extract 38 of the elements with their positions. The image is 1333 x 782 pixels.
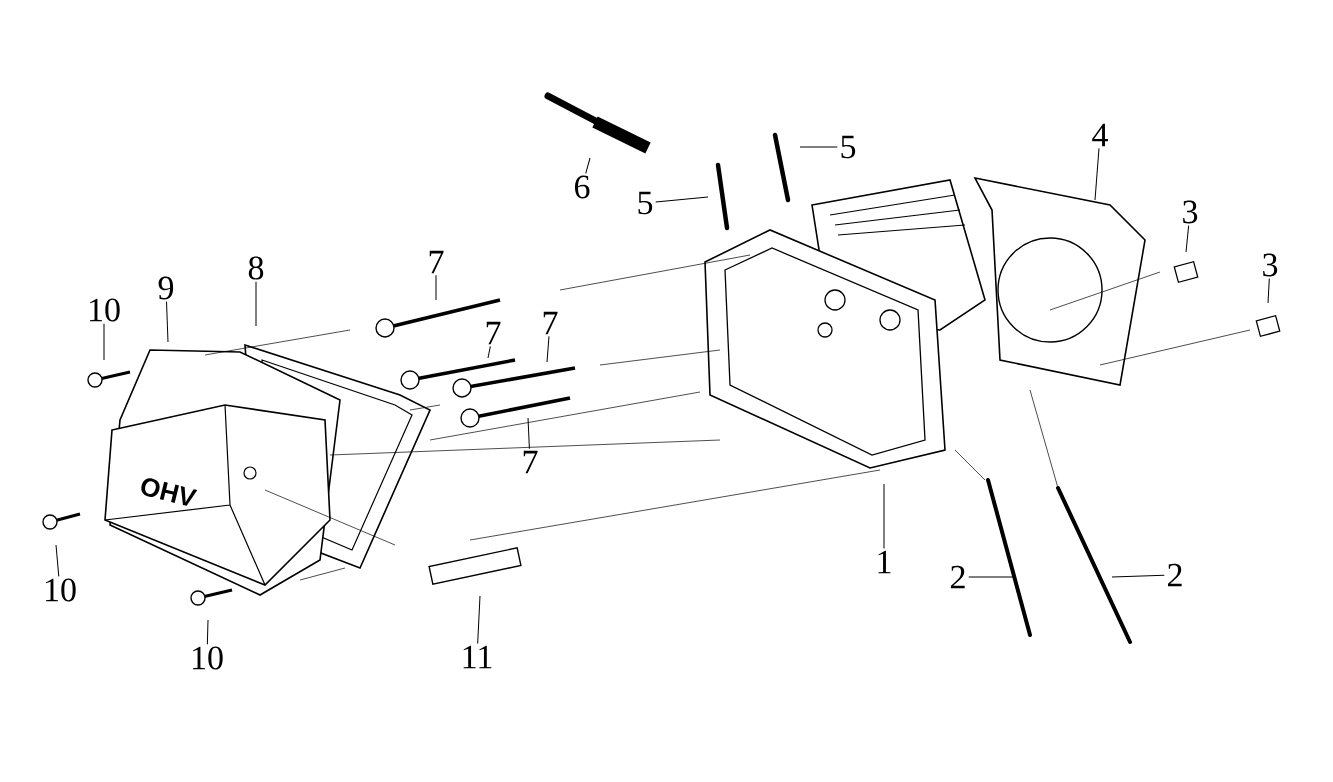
leader-line xyxy=(255,281,257,327)
leader-line xyxy=(55,544,60,577)
leader-line xyxy=(1111,574,1165,578)
leader-line xyxy=(477,595,481,645)
callout-number: 7 xyxy=(429,250,444,274)
callout-number: 8 xyxy=(248,256,264,280)
callout-number: 2 xyxy=(1168,563,1182,587)
leader-line xyxy=(487,345,491,359)
callout-number: 3 xyxy=(1183,200,1198,224)
callout-number: 1 xyxy=(878,550,891,574)
callout-number: 7 xyxy=(523,450,538,474)
embossed-text: OHV xyxy=(141,478,198,506)
callout-number: 3 xyxy=(1263,253,1278,277)
callout-number: 11 xyxy=(463,645,492,669)
callout-number: 2 xyxy=(951,565,965,589)
callout-number: 4 xyxy=(1092,123,1108,147)
callout-number: 7 xyxy=(486,321,501,345)
leader-line xyxy=(527,417,530,450)
callout-number: 10 xyxy=(193,646,223,670)
callout-number: 10 xyxy=(90,298,120,322)
leader-line xyxy=(655,196,709,203)
leader-line xyxy=(546,335,550,363)
leader-line xyxy=(435,274,437,301)
callout-number: 10 xyxy=(46,578,76,602)
callout-number: 9 xyxy=(158,276,174,300)
leader-line xyxy=(1185,225,1190,253)
callout-number: 5 xyxy=(638,191,653,215)
callout-number: 6 xyxy=(574,175,590,199)
callout-number: 5 xyxy=(841,135,856,159)
leader-line xyxy=(883,483,885,550)
leader-line xyxy=(1094,147,1100,201)
leader-line xyxy=(103,323,105,361)
callout-number: 7 xyxy=(543,311,558,335)
leader-line xyxy=(585,157,591,174)
leader-line xyxy=(1267,278,1270,304)
leader-line xyxy=(166,301,169,343)
leader-line xyxy=(206,619,209,645)
leader-line xyxy=(799,146,838,148)
